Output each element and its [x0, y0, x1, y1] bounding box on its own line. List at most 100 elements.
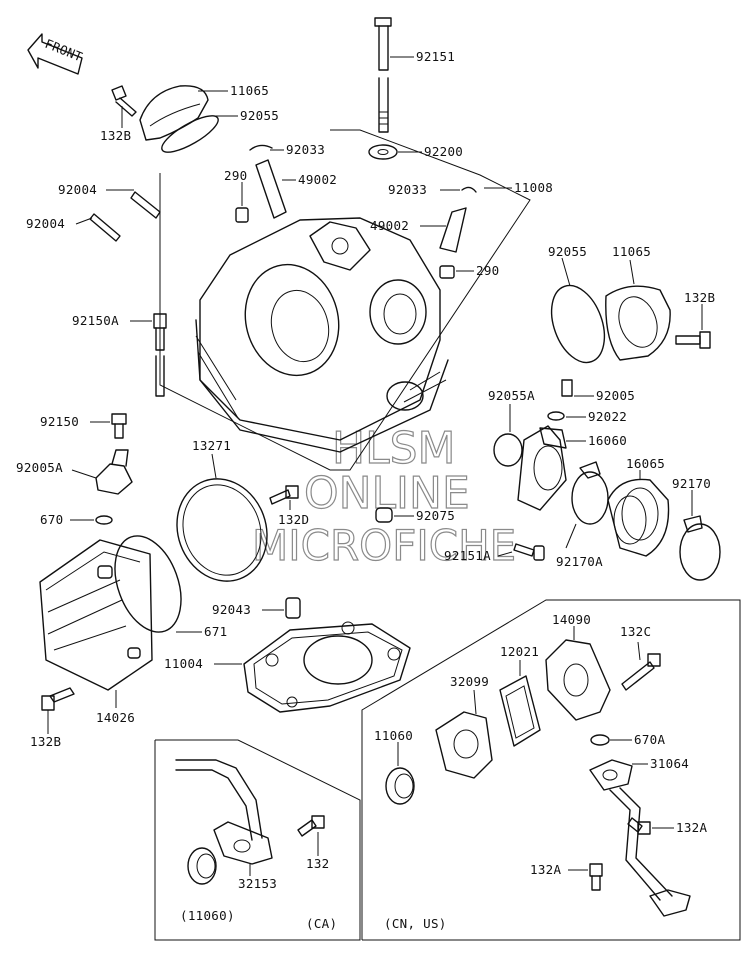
clamp-92170: [679, 515, 721, 581]
label-92055-a: 92055: [240, 108, 279, 123]
gasket-11004: [243, 621, 411, 713]
label-132-ca: 132: [306, 856, 329, 871]
label-92005: 92005: [596, 388, 635, 403]
bolt-132d: [269, 485, 299, 505]
cylinder-head: [195, 217, 449, 453]
label-92005A: 92005A: [16, 460, 63, 475]
dowel-92043: [285, 597, 301, 619]
label-92004-a: 92004: [58, 182, 97, 197]
oring-92055-left: [161, 115, 219, 153]
clip-92033-a: [249, 144, 273, 151]
bolt-132A-b: [589, 863, 603, 891]
label-92043: 92043: [212, 602, 251, 617]
label-31064: 31064: [650, 756, 689, 771]
gasket-14090: [545, 639, 611, 721]
label-132c: 132C: [620, 624, 651, 639]
label-92055A: 92055A: [488, 388, 535, 403]
label-92075: 92075: [416, 508, 455, 523]
label-32099: 32099: [450, 674, 489, 689]
stud-92004-a: [130, 191, 161, 219]
ca-region-outline: [154, 739, 361, 941]
manifold-16060: [517, 425, 567, 511]
label-92200: 92200: [424, 144, 463, 159]
joint-16065: [607, 478, 670, 557]
label-92151A: 92151A: [444, 548, 491, 563]
label-92150: 92150: [40, 414, 79, 429]
label-32153: 32153: [238, 876, 277, 891]
label-11065-b: 11065: [612, 244, 651, 259]
seal-11060: [385, 767, 415, 805]
label-14026: 14026: [96, 710, 135, 725]
label-11060: 11060: [374, 728, 413, 743]
head-assembly-outline: [159, 129, 531, 471]
label-132A-a: 132A: [676, 820, 707, 835]
oring-92055-right: [550, 284, 606, 364]
fitting-92005: [561, 379, 573, 397]
cover-14026: [39, 539, 153, 691]
oring-671: [114, 535, 182, 633]
label-92004-b: 92004: [26, 216, 65, 231]
label-13271: 13271: [192, 438, 231, 453]
watermark-line-2: ONLINE: [304, 468, 470, 519]
label-16065: 16065: [626, 456, 665, 471]
guide-49002-a: [255, 159, 287, 219]
label-92022: 92022: [588, 409, 627, 424]
label-49002-a: 49002: [298, 172, 337, 187]
label-92151: 92151: [416, 49, 455, 64]
label-671: 671: [204, 624, 227, 639]
pipe-31064: [589, 759, 691, 917]
holder-32099: [435, 711, 493, 779]
label-11060-ca: (11060): [180, 908, 235, 923]
cn-us-region-outline: [361, 599, 741, 941]
front-label: FRONT: [43, 36, 85, 65]
watermark-line-3: MICROFICHE: [252, 521, 516, 570]
watermark: HLSM ONLINE MICROFICHE: [251, 422, 516, 570]
label-670: 670: [40, 512, 63, 527]
label-92150a: 92150A: [72, 313, 119, 328]
label-132b-b: 132B: [684, 290, 715, 305]
oring-670: [95, 515, 113, 525]
label-290-a: 290: [224, 168, 247, 183]
label-92033-a: 92033: [286, 142, 325, 157]
clamp-92170A: [571, 461, 609, 525]
fitting-92005A: [95, 449, 133, 495]
label-132A-b: 132A: [530, 862, 561, 877]
label-92033-b: 92033: [388, 182, 427, 197]
bolt-132b-b: [675, 331, 711, 349]
label-132b-c: 132B: [30, 734, 61, 749]
stud-92150a: [153, 313, 167, 397]
label-14090: 14090: [552, 612, 591, 627]
pipe-32153: [175, 759, 273, 865]
label-132d: 132D: [278, 512, 309, 527]
oring-670A: [590, 734, 610, 746]
seal-11060-ca: [187, 847, 217, 885]
stud-92004-b: [89, 213, 121, 242]
label-92170: 92170: [672, 476, 711, 491]
label-ca: (CA): [306, 916, 337, 931]
bolt-132-ca: [297, 815, 325, 837]
bolt-92150: [111, 413, 127, 439]
label-11065-a: 11065: [230, 83, 269, 98]
label-11008: 11008: [514, 180, 553, 195]
dowel-290-b: [439, 265, 455, 279]
bolt-132b-a: [111, 85, 137, 117]
label-92055-b: 92055: [548, 244, 587, 259]
bolt-132b-c: [41, 687, 75, 711]
label-92170A: 92170A: [556, 554, 603, 569]
label-132b-a: 132B: [100, 128, 131, 143]
watermark-line-1: HLSM: [332, 423, 456, 474]
label-49002-b: 49002: [370, 218, 409, 233]
dowel-290-a: [235, 207, 249, 223]
washer-92022: [547, 411, 565, 421]
label-16060: 16060: [588, 433, 627, 448]
label-11004: 11004: [164, 656, 203, 671]
guide-49002-b: [439, 207, 467, 253]
cap-11065-left: [139, 85, 209, 141]
cap-92075: [375, 507, 393, 523]
gasket-13271: [176, 478, 268, 582]
label-cn-us: (CN, US): [384, 916, 447, 931]
cap-11065-right: [605, 285, 671, 361]
label-670A: 670A: [634, 732, 665, 747]
bolt-92151A: [513, 543, 545, 561]
